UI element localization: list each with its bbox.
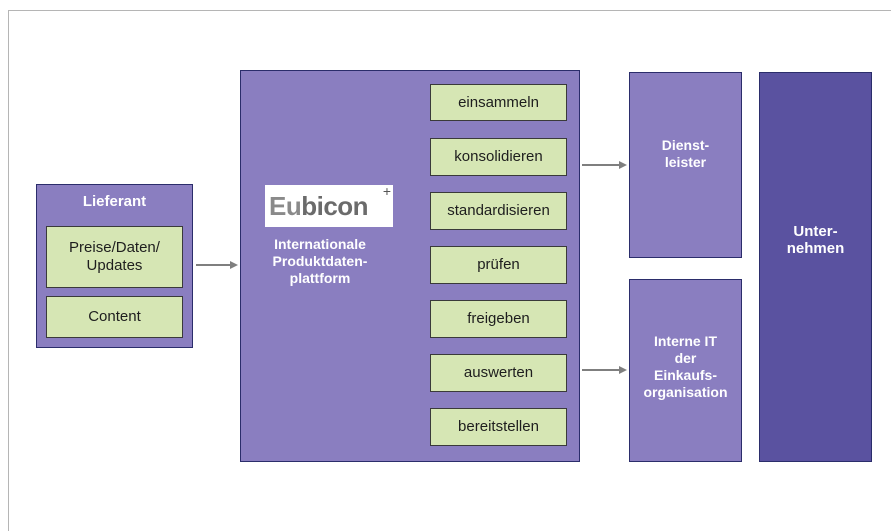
- step-einsammeln: einsammeln: [430, 84, 567, 121]
- service-provider-box: Dienst- leister: [629, 72, 742, 258]
- logo-suffix: bicon: [301, 190, 369, 221]
- logo-star-icon: +: [382, 183, 391, 199]
- service-provider-label: Dienst- leister: [661, 137, 710, 170]
- arrow-platform-to-service-provider: [582, 161, 627, 169]
- step-standardisieren: standardisieren: [430, 192, 567, 230]
- supplier-item-content: Content: [46, 296, 183, 338]
- internal-it-box: Interne IT der Einkaufs- organisation: [629, 279, 742, 462]
- step-auswerten: auswerten: [430, 354, 567, 392]
- step-bereitstellen: bereitstellen: [430, 408, 567, 446]
- arrow-platform-to-internal-it: [582, 366, 627, 374]
- supplier-item-prices: Preise/Daten/ Updates: [46, 226, 183, 288]
- arrows-layer: [196, 161, 627, 374]
- step-pruefen: prüfen: [430, 246, 567, 284]
- arrow-supplier-to-platform: [196, 261, 238, 269]
- internal-it-label: Interne IT der Einkaufs- organisation: [643, 333, 728, 400]
- step-konsolidieren: konsolidieren: [430, 138, 567, 176]
- step-freigeben: freigeben: [430, 300, 567, 338]
- logo-prefix: Eu: [269, 190, 302, 221]
- supplier-title: Lieferant: [82, 193, 147, 210]
- company-label: Unter- nehmen: [786, 223, 845, 257]
- company-box: Unter- nehmen: [759, 72, 872, 462]
- platform-description: Internationale Produktdaten- plattform: [272, 236, 368, 286]
- diagram-frame: [8, 10, 891, 531]
